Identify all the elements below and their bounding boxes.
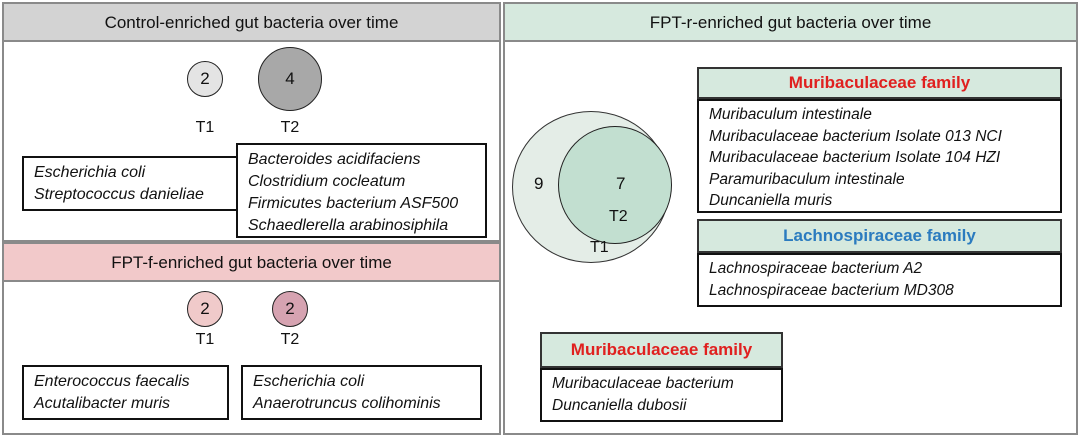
species-name: Muribaculaceae bacterium Isolate 104 HZI <box>709 149 1001 166</box>
fpt-f-panel-title: FPT-f-enriched gut bacteria over time <box>4 244 499 282</box>
fpt-f-t1-circle: 2 <box>187 291 223 327</box>
species-name: Muribaculum intestinale <box>709 106 872 123</box>
fpt-r-lachnospiraceae-t2-header: Lachnospiraceae family <box>697 219 1062 253</box>
fpt-r-muribaculaceae-t2-header: Muribaculaceae family <box>697 67 1062 99</box>
control-t1-circle: 2 <box>187 61 223 97</box>
control-t2-species-box: Bacteroides acidifaciens Clostridium coc… <box>236 143 487 238</box>
species-name: Paramuribaculum intestinale <box>709 170 905 188</box>
fpt-r-inner-count: 7 <box>616 174 626 193</box>
species-name: Schaedlerella arabinosiphila <box>248 217 449 234</box>
fpt-r-muribaculaceae-t2-species-box: Muribaculum intestinale Muribaculaceae b… <box>697 99 1062 213</box>
control-panel-title: Control-enriched gut bacteria over time <box>4 4 499 42</box>
fpt-r-t2-label: T2 <box>609 208 628 225</box>
fpt-f-t2-label: T2 <box>280 331 300 348</box>
species-name: Muribaculaceae bacterium <box>552 375 734 392</box>
fpt-r-panel-title: FPT-r-enriched gut bacteria over time <box>505 4 1076 42</box>
species-name: Duncaniella dubosii <box>552 396 687 414</box>
species-name: Clostridium cocleatum <box>248 173 406 190</box>
control-t1-label: T1 <box>195 119 215 136</box>
species-name: Muribaculaceae bacterium Isolate 013 NCI <box>709 127 1002 145</box>
species-name: Lachnospiraceae bacterium A2 <box>709 260 923 277</box>
species-name: Anaerotruncus colihominis <box>253 395 441 412</box>
fpt-f-t2-circle: 2 <box>272 291 308 327</box>
control-t2-label: T2 <box>280 119 300 136</box>
control-t1-species-box: Escherichia coli Streptococcus danieliae <box>22 156 259 211</box>
fpt-f-t1-species-box: Enterococcus faecalis Acutalibacter muri… <box>22 365 229 420</box>
fpt-r-lachnospiraceae-t2-species-box: Lachnospiraceae bacterium A2 Lachnospira… <box>697 253 1062 307</box>
species-name: Firmicutes bacterium ASF500 <box>248 195 459 212</box>
species-name: Escherichia coli <box>253 373 365 390</box>
control-t2-circle: 4 <box>258 47 322 111</box>
species-name: Enterococcus faecalis <box>34 373 190 390</box>
species-name: Escherichia coli <box>34 164 146 181</box>
fpt-f-t2-species-box: Escherichia coli Anaerotruncus colihomin… <box>241 365 482 420</box>
fpt-r-muribaculaceae-t1-species-box: Muribaculaceae bacterium Duncaniella dub… <box>540 368 783 422</box>
fpt-r-muribaculaceae-t1-header: Muribaculaceae family <box>540 332 783 368</box>
species-name: Lachnospiraceae bacterium MD308 <box>709 281 954 299</box>
species-name: Streptococcus danieliae <box>34 186 204 203</box>
species-name: Bacteroides acidifaciens <box>248 151 421 168</box>
fpt-r-t1-label: T1 <box>590 239 609 256</box>
fpt-f-t1-label: T1 <box>195 331 215 348</box>
fpt-r-t2-inner-circle <box>558 126 672 244</box>
species-name: Acutalibacter muris <box>34 395 171 412</box>
fpt-r-outer-count: 9 <box>534 174 544 193</box>
species-name: Duncaniella muris <box>709 192 833 209</box>
